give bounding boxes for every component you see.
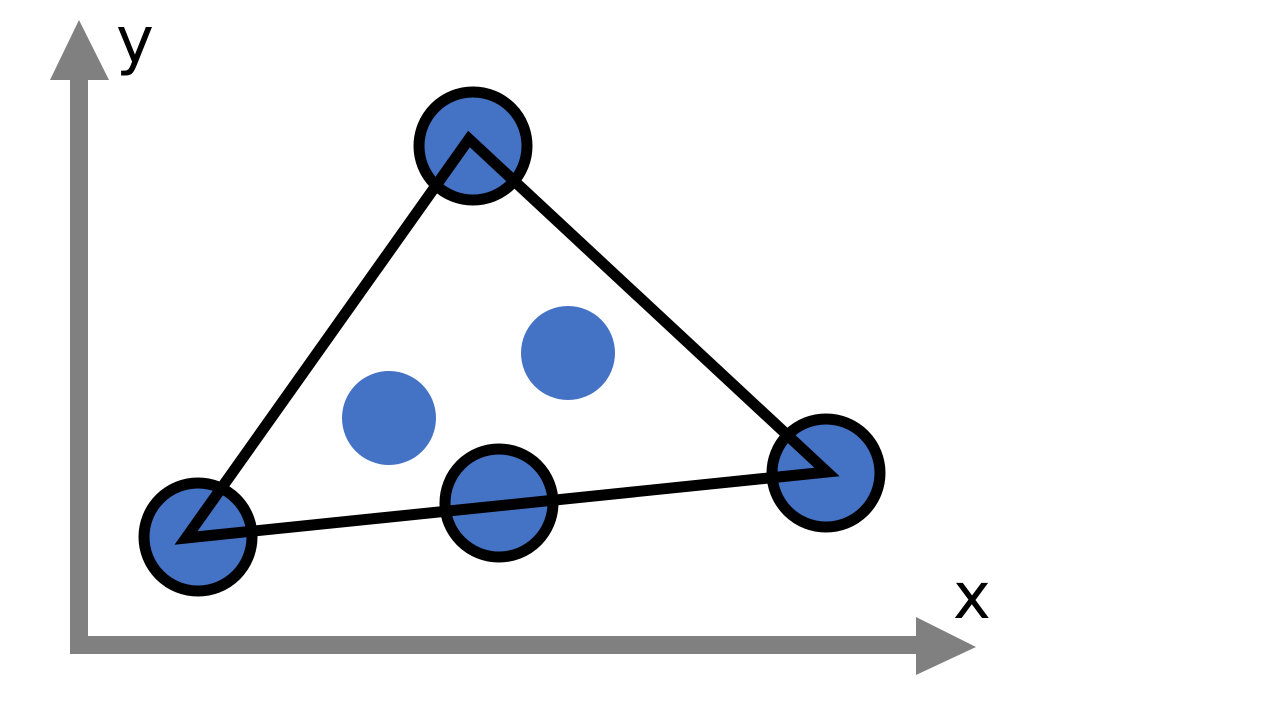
- x-axis-arrowhead: [916, 617, 976, 675]
- x-axis-label: x: [953, 560, 991, 634]
- y-axis-arrowhead: [50, 20, 109, 80]
- hull-triangle: [174, 130, 840, 545]
- interior-points: [342, 306, 615, 465]
- axes: y x: [50, 4, 991, 675]
- y-axis-label: y: [116, 4, 154, 78]
- interior-point-left: [342, 371, 436, 465]
- interior-point-right: [521, 306, 615, 400]
- hull-points: [138, 86, 886, 597]
